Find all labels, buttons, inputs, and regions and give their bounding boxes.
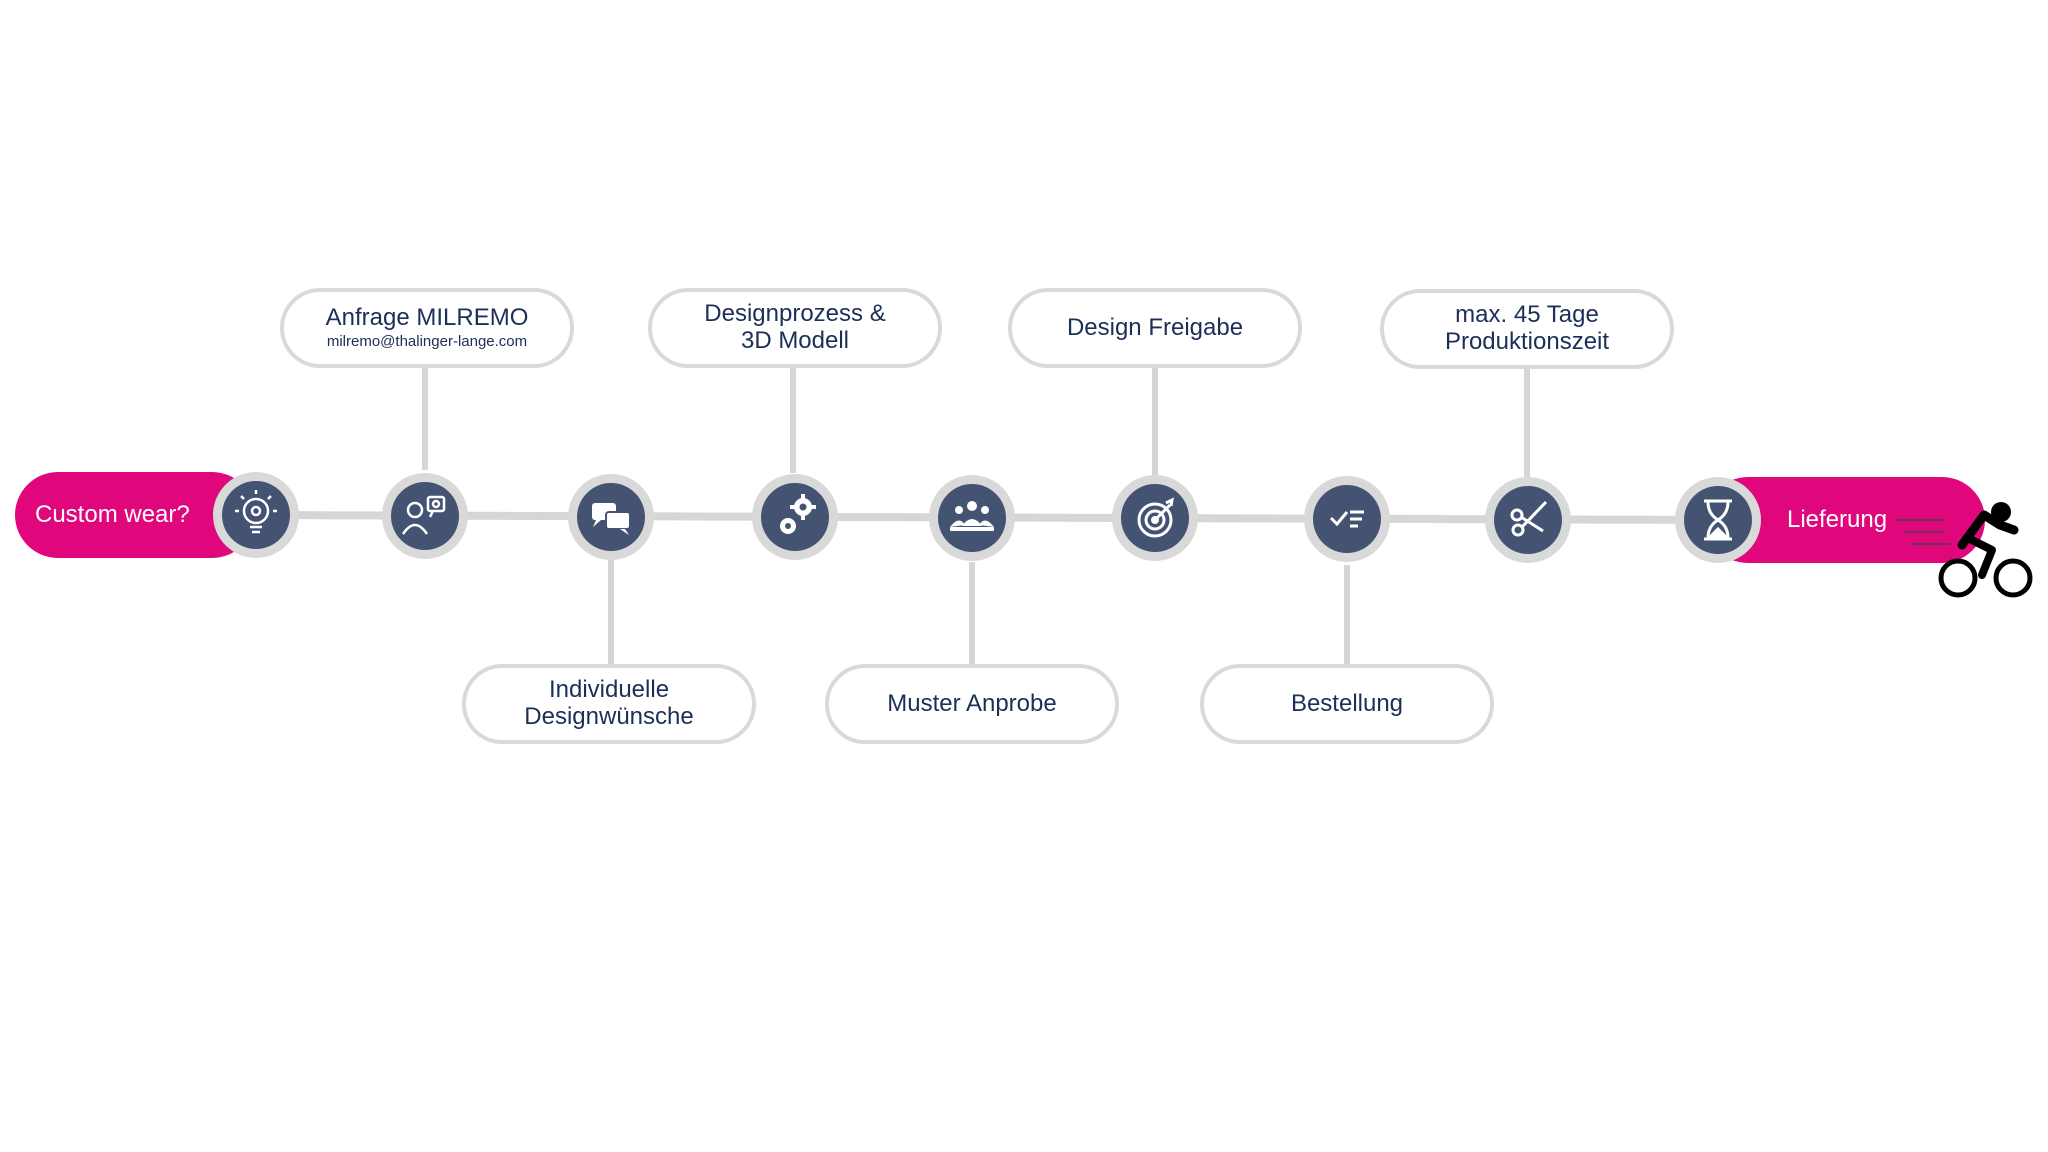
lightbulb-icon bbox=[235, 490, 277, 534]
label-box-bottom-1 bbox=[462, 664, 756, 744]
label-box-top-3 bbox=[1008, 288, 1302, 368]
cyclist-icon bbox=[1895, 502, 2033, 598]
node-lightbulb bbox=[213, 472, 299, 558]
step-title: Anfrage MILREMO bbox=[325, 304, 529, 332]
node-team bbox=[929, 475, 1015, 561]
start-pill bbox=[15, 472, 255, 558]
node-hourglass bbox=[1675, 477, 1761, 563]
node-scissors bbox=[1485, 477, 1571, 563]
step-email: milremo@thalinger-lange.com bbox=[326, 333, 528, 351]
node-target bbox=[1112, 475, 1198, 561]
step-title-line2: Designwünsche bbox=[524, 703, 694, 730]
label-box-bottom-2 bbox=[825, 664, 1119, 744]
hourglass-icon bbox=[1704, 499, 1732, 541]
step-title: Design Freigabe bbox=[1066, 313, 1244, 341]
target-icon bbox=[1137, 497, 1174, 538]
step-title-line2: 3D Modell bbox=[740, 327, 850, 354]
step-title: Bestellung bbox=[1290, 689, 1404, 717]
people-idea-icon bbox=[401, 495, 446, 535]
checklist-icon bbox=[1329, 510, 1364, 528]
step-title-line2: Produktionszeit bbox=[1444, 328, 1610, 355]
step-label-produktionszeit: max. 45 Tage Produktionszeit bbox=[1382, 291, 1672, 367]
step-label-design-freigabe: Design Freigabe bbox=[1010, 290, 1300, 366]
label-box-top-2 bbox=[648, 288, 942, 368]
node-chat bbox=[568, 474, 654, 560]
end-label: Lieferung bbox=[1787, 506, 1888, 533]
end-pill bbox=[1705, 477, 1985, 563]
node-checklist bbox=[1304, 476, 1390, 562]
step-title: Muster Anprobe bbox=[887, 689, 1057, 717]
step-label-muster-anprobe: Muster Anprobe bbox=[827, 666, 1117, 742]
label-box-top-1 bbox=[280, 288, 574, 368]
step-label-designwuensche: Individuelle Designwünsche bbox=[464, 666, 754, 742]
step-label-designprozess: Designprozess & 3D Modell bbox=[650, 290, 940, 366]
label-box-top-4 bbox=[1380, 289, 1674, 369]
label-box-bottom-3 bbox=[1200, 664, 1494, 744]
team-icon bbox=[950, 501, 994, 531]
node-people-idea bbox=[382, 473, 468, 559]
step-title: max. 45 Tage bbox=[1455, 301, 1599, 329]
step-label-anfrage: Anfrage MILREMO milremo@thalinger-lange.… bbox=[282, 290, 572, 366]
chat-bubbles-icon bbox=[592, 503, 631, 535]
gears-icon bbox=[780, 494, 816, 534]
start-label: Custom wear? bbox=[35, 501, 190, 528]
node-gears bbox=[752, 474, 838, 560]
step-title: Individuelle bbox=[548, 676, 670, 704]
scissors-icon bbox=[1510, 500, 1548, 537]
step-title: Designprozess & bbox=[704, 300, 886, 328]
step-label-bestellung: Bestellung bbox=[1202, 666, 1492, 742]
